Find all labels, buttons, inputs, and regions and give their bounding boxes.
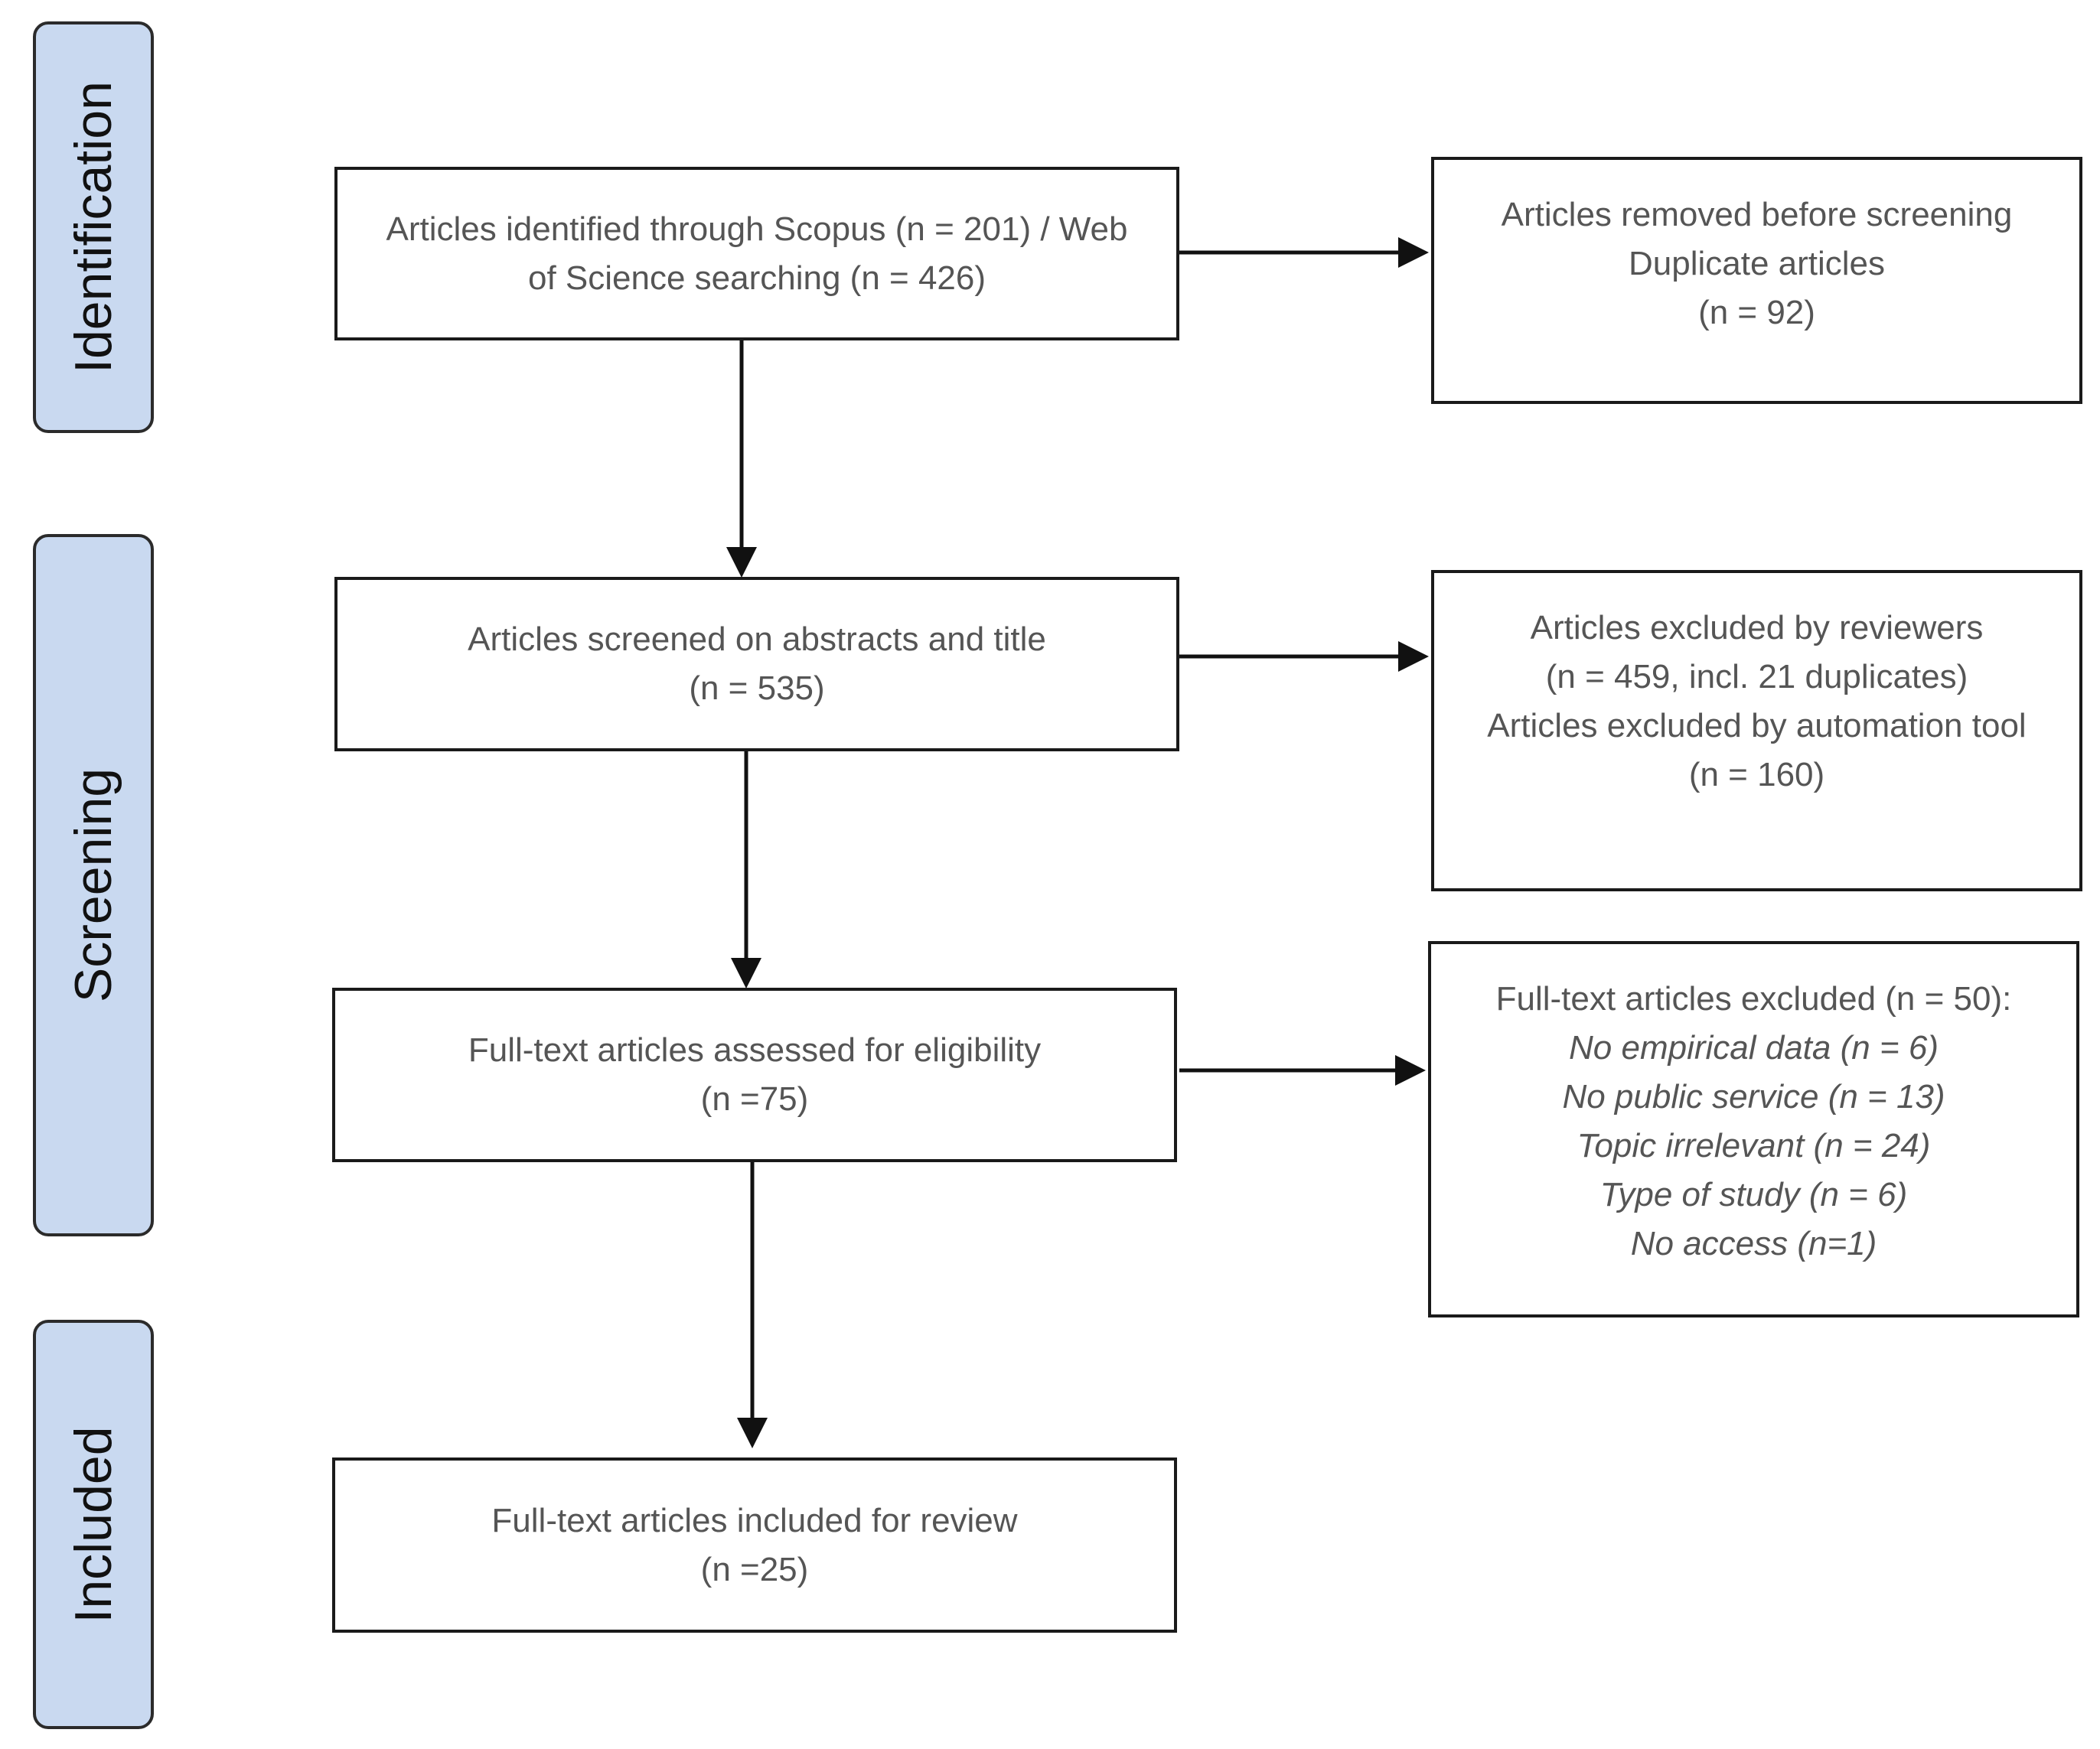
box-text-line: Articles excluded by reviewers <box>1530 609 1984 647</box>
box-text-line: Duplicate articles <box>1628 245 1886 282</box>
box-text-line: Articles excluded by automation tool <box>1487 707 2027 744</box>
box-text-line: Full-text articles included for review <box>491 1501 1018 1539</box>
box-text-line: (n = 160) <box>1688 756 1825 793</box>
box-text-line: Articles screened on abstracts and title <box>468 620 1046 658</box>
box-text-line: (n = 535) <box>689 669 825 707</box>
box-records-removed: Articles removed before screening Duplic… <box>1431 157 2082 404</box>
phase-identification: Identification <box>33 21 154 433</box>
box-text-line: (n = 92) <box>1698 294 1815 331</box>
exclusion-reason: No empirical data (n = 6) <box>1569 1029 1939 1067</box>
box-records-screened: Articles screened on abstracts and title… <box>334 577 1179 751</box>
box-text-line: Articles identified through Scopus (n = … <box>386 210 1128 248</box>
box-records-excluded: Articles excluded by reviewers (n = 459,… <box>1431 570 2082 891</box>
exclusion-reason: No access (n=1) <box>1630 1225 1877 1262</box>
box-records-identified: Articles identified through Scopus (n = … <box>334 167 1179 340</box>
box-text-line: Full-text articles assessed for eligibil… <box>468 1031 1042 1069</box>
exclusion-reason: No public service (n = 13) <box>1562 1078 1945 1116</box>
phase-screening: Screening <box>33 534 154 1236</box>
box-fulltext-assessed: Full-text articles assessed for eligibil… <box>332 988 1177 1162</box>
box-text-line: (n =25) <box>700 1550 809 1588</box>
box-fulltext-excluded: Full-text articles excluded (n = 50): No… <box>1428 941 2079 1317</box>
exclusion-reason: Type of study (n = 6) <box>1599 1176 1908 1213</box>
box-fulltext-included: Full-text articles included for review (… <box>332 1458 1177 1633</box>
box-text-line: Articles removed before screening <box>1501 196 2013 233</box>
box-text-line: of Science searching (n = 426) <box>527 259 986 297</box>
exclusion-heading: Full-text articles excluded (n = 50): <box>1495 980 2012 1018</box>
box-text-line: (n = 459, incl. 21 duplicates) <box>1545 658 1968 695</box>
phase-included: Included <box>33 1320 154 1729</box>
exclusion-reason: Topic irrelevant (n = 24) <box>1577 1127 1931 1164</box>
box-text-line: (n =75) <box>700 1080 809 1118</box>
